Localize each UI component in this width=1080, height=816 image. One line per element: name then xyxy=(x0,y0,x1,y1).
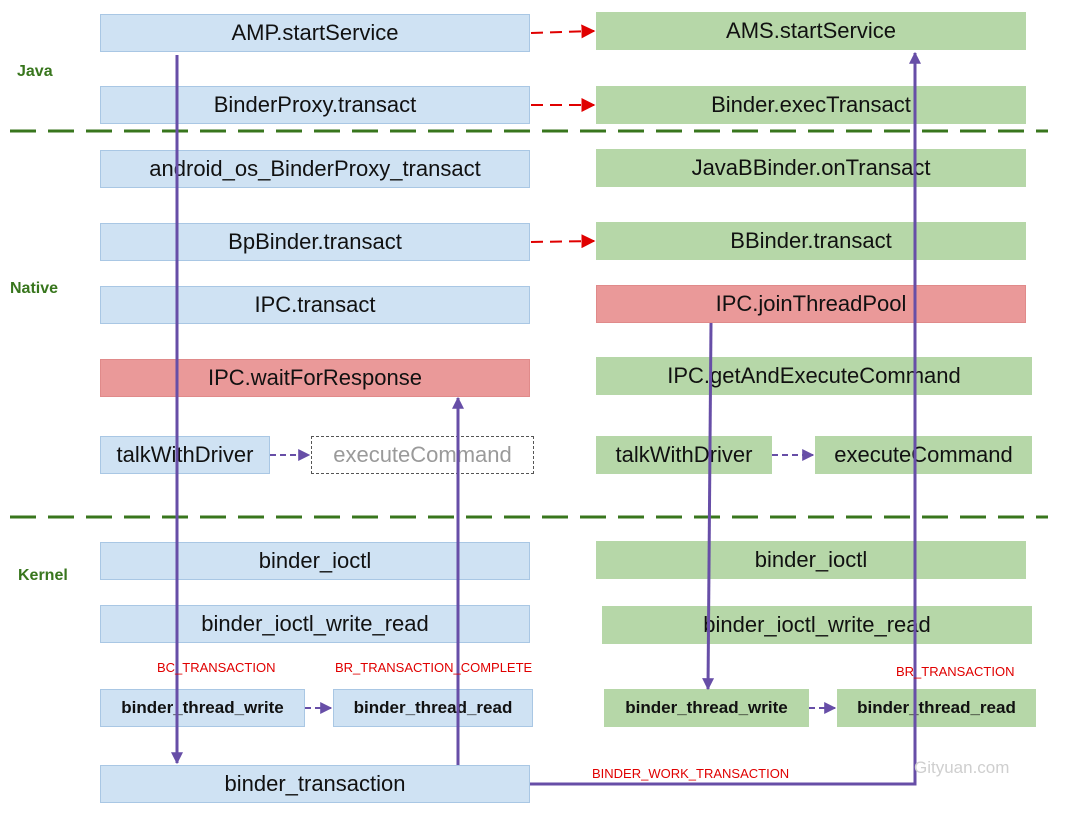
server-execute-command: executeCommand xyxy=(815,436,1032,474)
client-binder-ioctl: binder_ioctl xyxy=(100,542,530,580)
label-br-transaction-complete: BR_TRANSACTION_COMPLETE xyxy=(335,660,533,675)
client-talk-with-driver: talkWithDriver xyxy=(100,436,270,474)
label-br-transaction: BR_TRANSACTION xyxy=(896,664,1015,679)
server-binder-thread-read: binder_thread_read xyxy=(837,689,1036,727)
client-binder-transaction: binder_transaction xyxy=(100,765,530,803)
server-ams-start-service: AMS.startService xyxy=(596,12,1026,50)
client-binder-proxy-transact: BinderProxy.transact xyxy=(100,86,530,124)
server-binder-exec-transact: Binder.execTransact xyxy=(596,86,1026,124)
server-binder-ioctl: binder_ioctl xyxy=(596,541,1026,579)
client-amp-start-service: AMP.startService xyxy=(100,14,530,52)
server-thread-wait-line xyxy=(702,322,715,691)
client-binder-thread-write: binder_thread_write xyxy=(100,689,305,727)
server-ipc-get-and-execute-command: IPC.getAndExecuteCommand xyxy=(596,357,1032,395)
server-talk-with-driver: talkWithDriver xyxy=(596,436,772,474)
server-ipc-join-thread-pool: IPC.joinThreadPool xyxy=(596,285,1026,323)
watermark: Gityuan.com xyxy=(914,758,1010,777)
label-binder-work-transaction: BINDER_WORK_TRANSACTION xyxy=(592,766,790,781)
binder-work-transaction-line xyxy=(530,51,921,786)
bp-to-bbinder-arrow xyxy=(530,234,596,249)
layer-label-java: Java xyxy=(17,63,53,80)
server-binder-ioctl-write-read: binder_ioctl_write_read xyxy=(602,606,1032,644)
layer-label-kernel: Kernel xyxy=(18,567,68,584)
client-ipc-transact: IPC.transact xyxy=(100,286,530,324)
label-bc-transaction: BC_TRANSACTION xyxy=(157,660,276,675)
client-binder-thread-read: binder_thread_read xyxy=(333,689,533,727)
server-java-bbinder-on-transact: JavaBBinder.onTransact xyxy=(596,149,1026,187)
client-android-os-binder-proxy-transact: android_os_BinderProxy_transact xyxy=(100,150,530,188)
client-execute-command: executeCommand xyxy=(311,436,534,474)
amp-to-ams-arrow xyxy=(530,24,596,39)
client-ipc-wait-for-response: IPC.waitForResponse xyxy=(100,359,530,397)
layer-label-native: Native xyxy=(10,280,59,297)
client-bp-binder-transact: BpBinder.transact xyxy=(100,223,530,261)
server-bbinder-transact: BBinder.transact xyxy=(596,222,1026,260)
